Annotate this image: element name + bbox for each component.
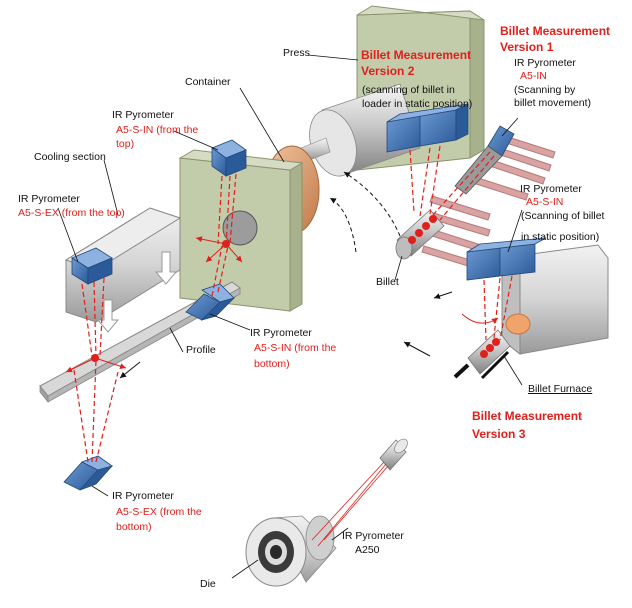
cooling-arrows xyxy=(96,251,178,333)
version3-title: Billet Measurement xyxy=(472,409,583,423)
billet-label: Billet xyxy=(376,276,399,288)
pyrometer-a5-s-in-top-model-2: top) xyxy=(116,138,135,150)
container-label: Container xyxy=(185,76,231,88)
press-label: Press xyxy=(283,47,310,59)
pyrometer-a5-s-ex-bottom-model-1: A5-S-EX (from the xyxy=(116,506,202,518)
billet-body xyxy=(395,209,445,260)
a250-beam xyxy=(311,461,389,547)
pyrometer-a5-s-in-bottom-model-2: bottom) xyxy=(254,358,290,370)
billet-rollers xyxy=(421,195,491,267)
leader-lines xyxy=(57,54,523,579)
pyrometer-a5-s-in-bottom-model-1: A5-S-IN (from the xyxy=(254,342,337,354)
pyrometer-a5-s-in-bottom-name: IR Pyrometer xyxy=(250,327,312,339)
pyrometer-a5-s-in-static-name: IR Pyrometer xyxy=(520,183,582,195)
press-cylinder xyxy=(295,83,421,177)
version3-subtitle: Version 3 xyxy=(472,427,526,441)
pyrometer-a5-s-ex-bottom-model-2: bottom) xyxy=(116,521,152,533)
version1-subtitle: Version 1 xyxy=(500,40,554,54)
version2-subtitle: Version 2 xyxy=(361,64,415,78)
pyrometer-a5-s-ex-bottom-name: IR Pyrometer xyxy=(112,490,174,502)
pyrometer-heads xyxy=(63,103,547,491)
version1-title: Billet Measurement xyxy=(500,24,611,38)
pyrometer-a5-s-in-top-name: IR Pyrometer xyxy=(112,109,174,121)
furnace-billet xyxy=(453,329,511,380)
die-body xyxy=(245,515,337,587)
pyrometer-a5-s-in-static-model: A5-S-IN xyxy=(526,196,564,208)
version2-note-2: loader in static position) xyxy=(362,98,473,110)
pyrometer-a5-in-note-2: billet movement) xyxy=(514,97,592,109)
measurement-beams xyxy=(73,145,513,463)
pyrometer-a5-in-model: A5-IN xyxy=(520,70,547,82)
pyrometer-a5-in-name: IR Pyrometer xyxy=(514,57,576,69)
pyrometer-a5-s-in-static-note-1: (Scanning of billet xyxy=(521,210,605,222)
pyrometer-a250-model: A250 xyxy=(355,544,380,556)
die-label: Die xyxy=(200,578,216,590)
pyrometer-a5-s-in-static-note-2: in static position) xyxy=(521,231,600,243)
red-direction-arrows xyxy=(65,236,499,373)
pyrometer-a5-in-note-1: (Scanning by xyxy=(514,84,576,96)
version2-title: Billet Measurement xyxy=(361,48,472,62)
die-plate xyxy=(178,149,304,312)
pyrometer-a250-name: IR Pyrometer xyxy=(342,530,404,542)
pyrometer-a5-s-in-top-model-1: A5-S-IN (from the xyxy=(116,124,199,136)
pyrometer-a250 xyxy=(379,438,408,471)
cooling-section-label: Cooling section xyxy=(34,151,106,163)
pyrometer-a5-s-ex-top-model: A5-S-EX (from the top) xyxy=(18,207,125,219)
profile-label: Profile xyxy=(186,344,216,356)
loader-rollers xyxy=(469,135,556,201)
pyrometer-a5-s-ex-top-name: IR Pyrometer xyxy=(18,193,80,205)
version2-note-1: (scanning of billet in xyxy=(362,84,455,96)
billet-furnace-label: Billet Furnace xyxy=(528,383,593,395)
process-arrows xyxy=(119,171,453,379)
